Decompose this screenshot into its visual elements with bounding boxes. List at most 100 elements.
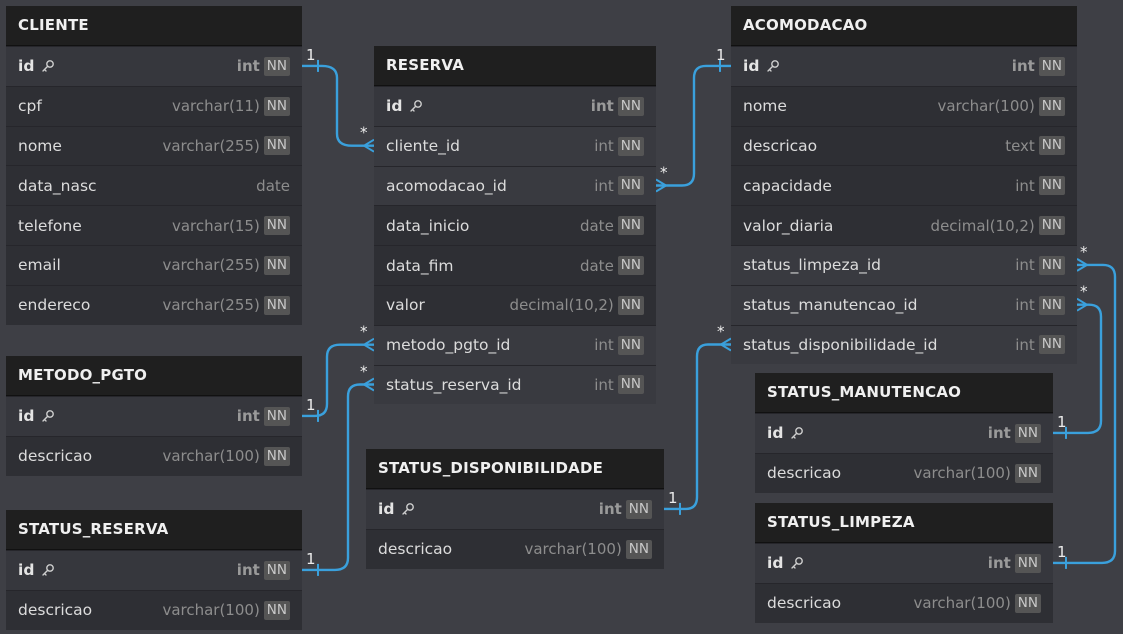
relationship-status-disponibilidade-to-acomodacao[interactable]: 1*	[664, 323, 732, 515]
cardinality-one-label: 1	[1057, 543, 1067, 561]
table-title[interactable]: STATUS_LIMPEZA	[755, 503, 1053, 543]
column-name: telefone	[18, 216, 82, 235]
table-title[interactable]: ACOMODACAO	[731, 6, 1077, 46]
column-meta: varchar(100)NN	[913, 593, 1041, 613]
key-icon	[765, 58, 781, 74]
column-name: id	[18, 57, 35, 76]
relationship-acomodacao-to-reserva[interactable]: 1*	[655, 46, 731, 193]
not-null-badge: NN	[1038, 295, 1065, 315]
column-name: id	[18, 407, 35, 426]
relationship-status-reserva-to-reserva[interactable]: 1*	[302, 363, 375, 576]
column-name-wrap: id	[18, 407, 56, 425]
column-name: metodo_pgto_id	[386, 336, 511, 355]
table-title[interactable]: METODO_PGTO	[6, 356, 302, 396]
cardinality-many-label: *	[717, 323, 725, 341]
table-title[interactable]: CLIENTE	[6, 6, 302, 46]
column-name-wrap: status_limpeza_id	[743, 256, 881, 274]
column-name: status_manutencao_id	[743, 296, 918, 315]
relationship-metodo-pgto-to-reserva[interactable]: 1*	[302, 323, 375, 422]
column-name-wrap: endereco	[18, 296, 90, 314]
column-type: varchar(100)	[913, 464, 1011, 483]
column-name: cliente_id	[386, 137, 461, 156]
column-name-wrap: status_disponibilidade_id	[743, 336, 937, 354]
column-name: capacidade	[743, 176, 832, 195]
not-null-badge: NN	[1014, 463, 1041, 483]
not-null-badge: NN	[617, 176, 644, 196]
relationship-line	[302, 64, 374, 147]
column-name: id	[743, 57, 760, 76]
column-meta: varchar(100)NN	[162, 446, 290, 466]
column-name: id	[378, 500, 395, 519]
column-type: varchar(100)	[162, 601, 260, 620]
column-name: id	[386, 97, 403, 116]
table-title[interactable]: STATUS_DISPONIBILIDADE	[366, 449, 664, 489]
column-type: int	[590, 97, 614, 116]
not-null-badge: NN	[263, 216, 290, 236]
not-null-badge: NN	[617, 216, 644, 236]
column-name-wrap: id	[767, 554, 805, 572]
column-type: varchar(255)	[162, 136, 260, 155]
column-type: int	[1015, 256, 1035, 275]
table-title[interactable]: STATUS_RESERVA	[6, 510, 302, 550]
column-type: int	[594, 176, 614, 195]
cardinality-one-label: 1	[716, 46, 726, 64]
not-null-badge: NN	[625, 539, 652, 559]
column-name: cpf	[18, 97, 42, 116]
column-meta: date	[256, 177, 290, 195]
column-name-wrap: nome	[743, 97, 787, 115]
column-name-wrap: id	[767, 424, 805, 442]
not-null-badge: NN	[263, 255, 290, 275]
column-name: nome	[743, 97, 787, 116]
column-type: date	[256, 176, 290, 195]
column-name: descricao	[18, 601, 93, 620]
table-title[interactable]: RESERVA	[374, 46, 656, 86]
table-title[interactable]: STATUS_MANUTENCAO	[755, 373, 1053, 413]
relationship-cliente-to-reserva[interactable]: 1*	[302, 46, 375, 153]
